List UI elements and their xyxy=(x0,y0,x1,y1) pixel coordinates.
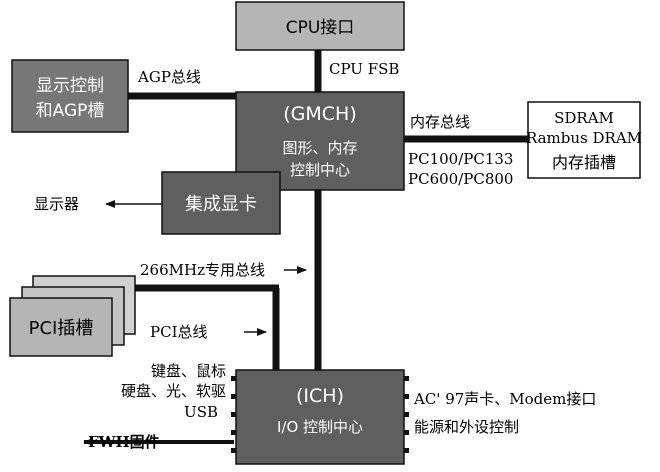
display-control-label-2: 和AGP槽 xyxy=(36,101,105,121)
gmch-line-2: 控制中心 xyxy=(290,161,350,179)
pci-bus-label: PCI总线 xyxy=(150,323,208,341)
display-control-box xyxy=(11,59,129,133)
memory-line-3: 内存插槽 xyxy=(552,153,616,172)
right-io-label-1: AC' 97声卡、Modem接口 xyxy=(413,390,596,408)
integrated-graphics-label: 集成显卡 xyxy=(185,194,257,215)
fwh-label: FWH固件 xyxy=(88,433,160,451)
pci-slot-label: PCI插槽 xyxy=(29,318,94,339)
memory-line-2: Rambus DRAM xyxy=(526,129,642,147)
cpu-interface-box xyxy=(235,1,405,51)
left-io-label-3: USB xyxy=(184,403,218,421)
memory-speed-label-2: PC600/PC800 xyxy=(408,170,513,188)
agp-bus-label: AGP总线 xyxy=(137,68,201,86)
ich-box xyxy=(235,369,405,465)
display-control-label-1: 显示控制 xyxy=(36,76,104,96)
monitor-label: 显示器 xyxy=(34,195,79,213)
integrated-graphics-box xyxy=(161,171,281,235)
memory-slot-box xyxy=(527,101,641,179)
cpu-interface-label: CPU接口 xyxy=(286,18,355,38)
ich-pins-right xyxy=(404,376,409,453)
memory-bus-label: 内存总线 xyxy=(410,113,470,131)
memory-line-1: SDRAM xyxy=(554,109,614,127)
ich-subtitle: I/O 控制中心 xyxy=(277,418,363,436)
right-io-label-2: 能源和外设控制 xyxy=(414,418,519,436)
ich-title: (ICH) xyxy=(296,385,344,407)
memory-speed-label-1: PC100/PC133 xyxy=(408,150,513,168)
pci-slot-box xyxy=(9,297,113,357)
ich-pins-left xyxy=(231,376,236,453)
left-io-label-2: 硬盘、光、软驱 xyxy=(121,382,226,400)
hub-link-label: 266MHz专用总线 xyxy=(140,261,265,279)
left-io-label-1: 键盘、鼠标 xyxy=(151,362,226,380)
gmch-title: (GMCH) xyxy=(283,103,357,125)
gmch-line-1: 图形、内存 xyxy=(282,139,357,157)
cpu-fsb-label: CPU FSB xyxy=(329,60,399,78)
